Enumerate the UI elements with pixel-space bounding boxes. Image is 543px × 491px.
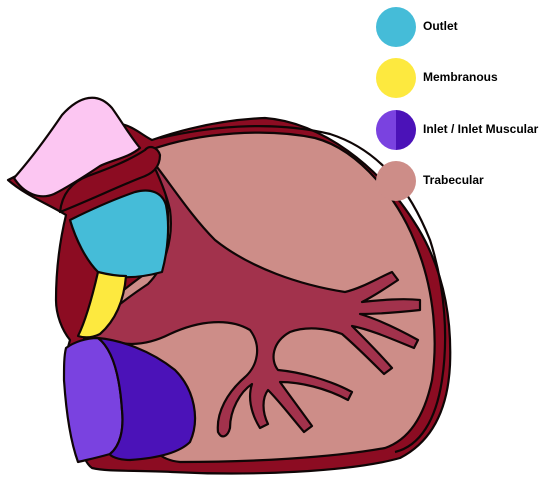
legend-item-inlet: Inlet / Inlet Muscular: [376, 110, 536, 150]
legend-item-outlet: Outlet: [376, 7, 536, 47]
legend-label-inlet: Inlet / Inlet Muscular: [423, 122, 538, 136]
legend-item-membranous: Membranous: [376, 58, 536, 98]
membranous-swatch-icon: [376, 58, 416, 98]
legend-label-membranous: Membranous: [423, 70, 498, 84]
inlet-swatch-icon: [376, 110, 416, 150]
legend-label-outlet: Outlet: [423, 19, 458, 33]
legend-label-trabecular: Trabecular: [423, 173, 484, 187]
outlet-swatch-icon: [376, 7, 416, 47]
trabecular-swatch-icon: [376, 161, 416, 201]
legend-item-trabecular: Trabecular: [376, 161, 536, 201]
